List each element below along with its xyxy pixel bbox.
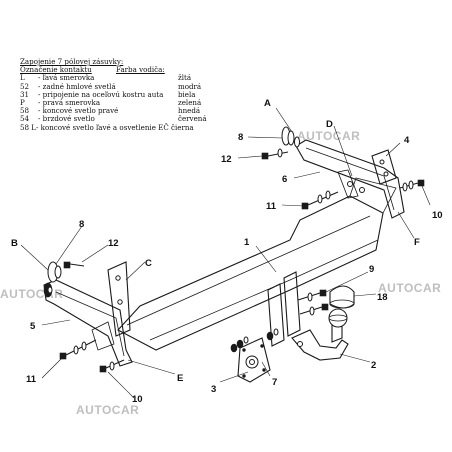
bolts-9 xyxy=(297,289,329,316)
label-18: 18 xyxy=(377,292,388,303)
main-crossbar xyxy=(117,177,397,351)
label-B: B xyxy=(11,238,18,249)
bolt-11-right xyxy=(301,190,339,210)
watermark-top: AUTOCAR xyxy=(297,129,360,143)
label-10-left: 10 xyxy=(132,394,143,405)
mounting-plate-4 xyxy=(371,149,397,185)
legend-contact-header: Označenie kontaktu xyxy=(20,65,92,75)
legend-code: 54 xyxy=(20,114,30,124)
label-8-left: 8 xyxy=(79,219,84,230)
legend-desc: - pravá smerovka xyxy=(38,98,101,108)
legend-color: hnedá xyxy=(178,106,201,116)
socket-fasteners xyxy=(230,328,279,353)
bolt-11-left xyxy=(59,339,97,360)
legend-color: modrá xyxy=(178,81,202,91)
legend-code: 52 xyxy=(20,81,30,91)
label-10-right: 10 xyxy=(432,210,443,221)
label-F: F xyxy=(414,237,420,248)
legend-code: 31 xyxy=(20,89,30,99)
label-5: 5 xyxy=(30,321,36,332)
label-E: E xyxy=(177,373,183,384)
ball-cover-18 xyxy=(329,285,355,309)
watermark-left: AUTOCAR xyxy=(0,287,63,301)
legend-row: 54 - brzdové svetlo červená xyxy=(20,115,225,123)
label-9: 9 xyxy=(369,264,374,275)
label-3: 3 xyxy=(211,384,216,395)
label-12-left: 12 xyxy=(108,238,119,249)
label-A: A xyxy=(264,98,271,109)
legend-code: L xyxy=(20,73,25,83)
label-8-right: 8 xyxy=(238,132,243,143)
watermark-right: AUTOCAR xyxy=(378,281,441,295)
legend-color: žltá xyxy=(178,73,192,83)
legend-desc: - brzdové svetlo xyxy=(38,114,95,124)
label-4: 4 xyxy=(404,135,410,146)
legend-code: 58 xyxy=(20,106,30,116)
label-11-left: 11 xyxy=(26,374,37,385)
legend-desc: - zadné hmlové svetlá xyxy=(38,81,116,91)
right-side-bracket xyxy=(295,139,405,219)
label-2: 2 xyxy=(371,360,376,371)
label-1: 1 xyxy=(244,237,250,248)
ball-holder-bracket xyxy=(267,271,301,347)
legend-color: červená xyxy=(178,114,207,124)
legend-desc: - pripojenie na oceľovú kostru auta xyxy=(38,89,164,99)
legend-row: P - pravá smerovka zelená xyxy=(20,98,225,108)
legend-color: biela xyxy=(178,89,196,99)
label-D: D xyxy=(326,119,333,130)
label-7: 7 xyxy=(272,377,277,388)
legend-desc: - koncové svetlo pravé xyxy=(38,106,119,116)
label-6: 6 xyxy=(282,174,287,185)
legend-last-text: 58 L- koncové svetlo ľavé a osvetlenie E… xyxy=(20,122,194,132)
lead-lines xyxy=(20,107,431,399)
tow-ball-arm xyxy=(291,308,349,361)
socket-plate-3 xyxy=(237,337,271,383)
legend-header-row: Označenie kontaktu Farba vodiča: xyxy=(20,65,225,75)
legend-code: P xyxy=(20,98,25,108)
legend-last-row: 58 L- koncové svetlo ľavé a osvetlenie E… xyxy=(20,122,225,132)
bolt-10-left xyxy=(99,359,125,373)
label-12-right: 12 xyxy=(221,154,232,165)
wiring-legend: Zapojenie 7 pólovej zásuvky: Označenie k… xyxy=(20,57,225,132)
watermark-bottom: AUTOCAR xyxy=(76,403,139,417)
label-C: C xyxy=(145,258,152,269)
legend-row: 58 - koncové svetlo pravé hnedá xyxy=(20,107,225,115)
label-11-right: 11 xyxy=(266,201,277,212)
right-bolt-stack xyxy=(261,126,300,160)
legend-title: Zapojenie 7 pólovej zásuvky: xyxy=(20,57,124,66)
bolt-10-right xyxy=(399,179,425,192)
left-bolt-stack xyxy=(43,261,85,298)
left-side-bracket xyxy=(43,261,133,367)
legend-row: L - ľavá smerovka žltá xyxy=(20,74,225,82)
legend-color-header: Farba vodiča: xyxy=(116,65,165,75)
legend-row: 52 - zadné hmlové svetlá modrá xyxy=(20,81,225,91)
legend-row: 31 - pripojenie na oceľovú kostru auta bi… xyxy=(20,89,225,99)
legend-color: zelená xyxy=(178,98,202,108)
legend-desc: - ľavá smerovka xyxy=(38,73,95,83)
